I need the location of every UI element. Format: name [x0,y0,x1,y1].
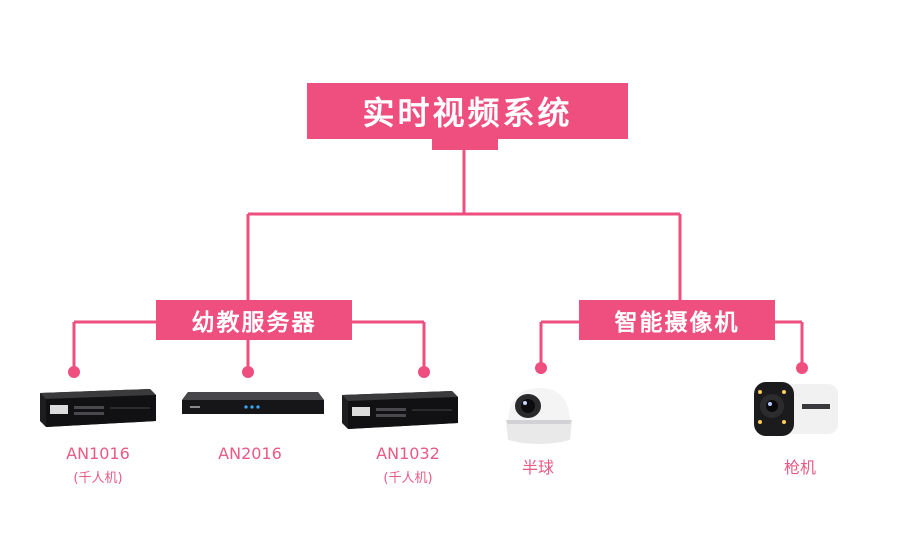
root-node-tab [432,139,498,150]
nvr-device-icon [182,392,324,414]
group-node-cameras-label: 智能摄像机 [614,310,740,336]
device-note-an1032: (千人机) [383,471,433,486]
connector-dot [535,362,547,374]
dome-camera-icon [506,388,572,444]
device-label-an1032: AN1032 [376,444,440,463]
group-node-cameras: 智能摄像机 [579,300,775,340]
group-node-servers: 幼教服务器 [156,300,352,340]
device-label-dome-camera: 半球 [521,458,554,477]
nvr-device-icon [342,391,458,429]
connector-dot [68,366,80,378]
bullet-camera-icon [754,382,838,436]
root-node-real-time-video-system: 实时视频系统 [307,83,628,139]
group-node-servers-label: 幼教服务器 [191,310,317,336]
root-node-label: 实时视频系统 [362,94,573,132]
connector-dot [418,366,430,378]
device-note-an1016: (千人机) [73,471,123,486]
device-label-an1016: AN1016 [66,444,130,463]
nvr-device-icon [40,389,156,427]
connector-dot [796,362,808,374]
device-label-bullet-camera: 枪机 [783,458,816,477]
connector-dot [242,366,254,378]
device-label-an2016: AN2016 [218,444,282,463]
